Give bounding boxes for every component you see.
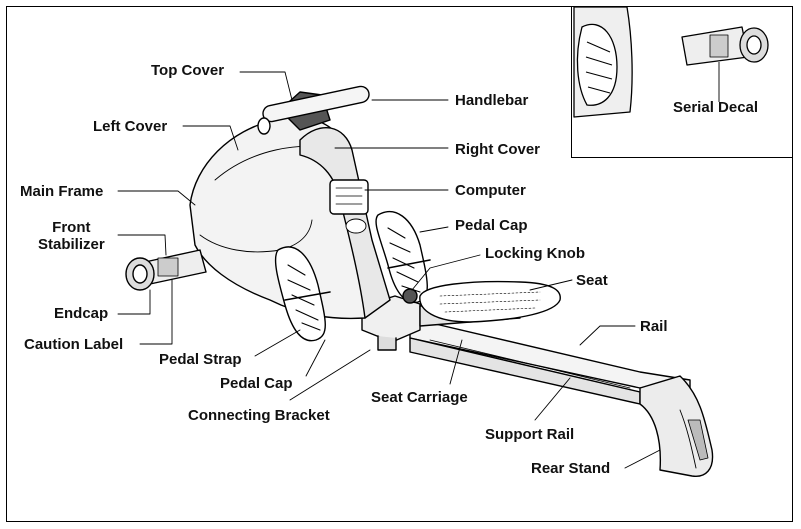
locking-knob-shape — [402, 288, 418, 304]
label-rail: Rail — [640, 318, 668, 335]
label-pedal-cap-left: Pedal Cap — [220, 375, 293, 392]
label-handlebar: Handlebar — [455, 92, 529, 109]
label-pedal-cap-right: Pedal Cap — [455, 217, 528, 234]
handlebar-shape — [262, 85, 370, 123]
label-locking-knob: Locking Knob — [485, 245, 585, 262]
label-top-cover: Top Cover — [151, 62, 225, 79]
label-pedal-strap: Pedal Strap — [159, 351, 242, 368]
right-cover-shape — [299, 127, 391, 319]
computer-shape — [329, 179, 369, 215]
label-serial-decal: Serial Decal — [673, 99, 759, 116]
label-endcap: Endcap — [54, 305, 109, 322]
inset-illustration — [573, 7, 769, 118]
label-caution-label: Caution Label — [24, 336, 124, 353]
right-pedal-shape — [375, 210, 428, 303]
rear-stand-shape — [639, 375, 714, 477]
label-left-cover: Left Cover — [93, 118, 168, 135]
label-connecting-bracket: Connecting Bracket — [188, 407, 330, 424]
label-seat-carriage: Seat Carriage — [371, 389, 468, 406]
label-computer: Computer — [455, 182, 526, 199]
label-main-frame: Main Frame — [20, 183, 104, 200]
caution-label-shape — [157, 257, 179, 277]
inset-detail: Serial Decal — [571, 6, 793, 158]
label-seat: Seat — [576, 272, 608, 289]
label-support-rail: Support Rail — [485, 426, 575, 443]
serial-decal-shape — [709, 34, 729, 58]
label-front-stabilizer: Front Stabilizer — [38, 219, 105, 253]
label-right-cover: Right Cover — [455, 141, 541, 158]
label-rear-stand: Rear Stand — [531, 460, 611, 477]
diagram-border — [6, 6, 793, 522]
